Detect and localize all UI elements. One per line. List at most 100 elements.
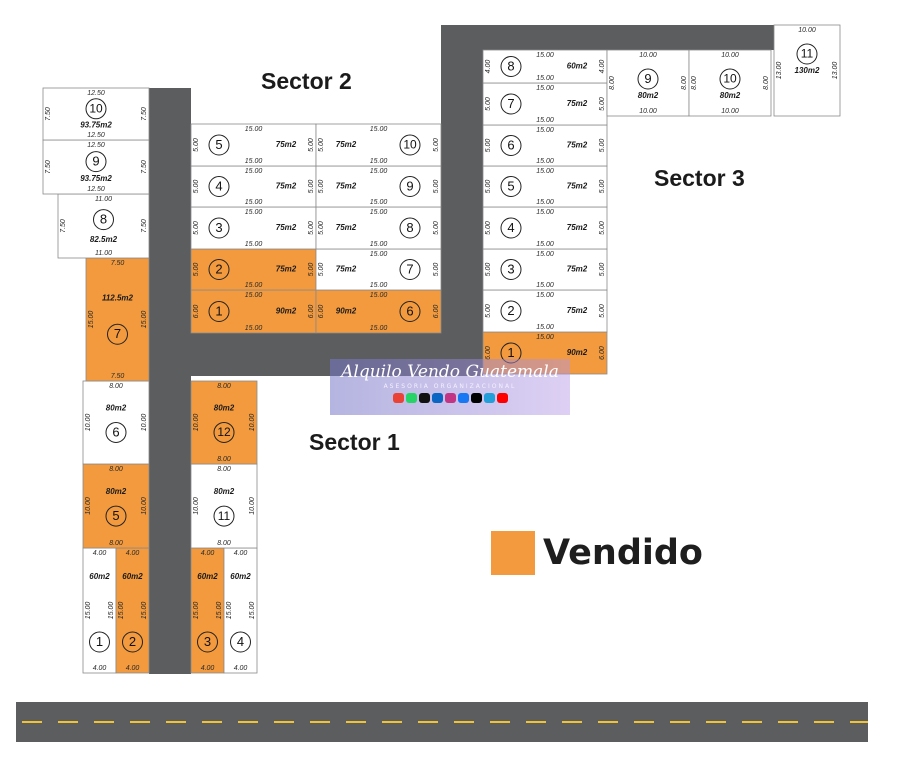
lot-dim-right: 5.00 [433, 221, 440, 235]
lot-dim-bottom: 8.00 [217, 540, 231, 547]
lot-dim-top: 15.00 [536, 334, 554, 341]
lot-dim-bottom: 15.00 [536, 199, 554, 206]
lot-dim-top: 15.00 [370, 292, 388, 299]
lot-area: 75m2 [336, 265, 357, 274]
lot-number: 4 [507, 220, 514, 235]
lot-dim-top: 12.50 [87, 142, 105, 149]
sector-3-label: Sector 3 [654, 165, 745, 191]
lot-number-badge [500, 300, 522, 322]
x-icon [418, 393, 430, 403]
lot-dim-bottom: 4.00 [93, 665, 107, 672]
lot-number: 1 [96, 634, 103, 649]
lot-dim-left: 15.00 [88, 311, 95, 329]
watermark-title: Alquilo Vendo Guatemala [341, 362, 559, 382]
lots: 160m24.0015.004.0015.00260m24.0015.004.0… [42, 24, 841, 674]
street-s3-horizontal [441, 25, 774, 50]
lot-number: 4 [215, 178, 222, 193]
lot-dim-right: 5.00 [433, 138, 440, 152]
lot-dim-bottom: 15.00 [370, 241, 388, 248]
lot-dim-left: 7.50 [45, 107, 52, 121]
whatsapp-icon [405, 393, 417, 403]
lot-shape [57, 193, 150, 259]
lot-area: 60m2 [230, 572, 251, 581]
lot-area: 75m2 [276, 140, 297, 149]
lot-dim-top: 15.00 [370, 126, 388, 133]
lot-dim-right: 5.00 [308, 221, 315, 235]
lot-number: 10 [723, 72, 737, 86]
watermark-social-icons [330, 393, 570, 403]
lot-dim-left: 5.00 [485, 304, 492, 318]
watermark-subtitle: ASESORIA ORGANIZACIONAL [383, 383, 517, 390]
lot-dim-bottom: 15.00 [536, 75, 554, 82]
lot-dim-right: 5.00 [599, 97, 606, 111]
lot-dim-top: 15.00 [245, 292, 263, 299]
lot-dim-left: 5.00 [485, 97, 492, 111]
lot-dim-top: 4.00 [234, 550, 248, 557]
streets [16, 25, 868, 742]
lot-shape [482, 248, 608, 291]
lot-dim-left: 15.00 [85, 602, 92, 620]
lot-dim-bottom: 8.00 [109, 540, 123, 547]
lot-area: 90m2 [336, 307, 357, 316]
lot-number: 3 [215, 220, 222, 235]
lot-dim-bottom: 8.00 [217, 456, 231, 463]
lot-dim-left: 4.00 [485, 60, 492, 74]
lot-dim-top: 15.00 [536, 127, 554, 134]
lot-shape [773, 24, 841, 117]
lot-dim-bottom: 15.00 [245, 241, 263, 248]
lot-dim-right: 15.00 [108, 602, 115, 620]
lot-dim-top: 4.00 [201, 550, 215, 557]
lot-area: 75m2 [276, 265, 297, 274]
lot-dim-right: 10.00 [249, 497, 256, 515]
lot-dim-bottom: 10.00 [721, 108, 739, 115]
lot-number-badge [399, 259, 421, 280]
lot-number-badge [85, 98, 107, 120]
lot-shape [190, 123, 317, 167]
lot-dim-left: 10.00 [193, 497, 200, 515]
lot-dim-right: 5.00 [433, 263, 440, 277]
lot-dim-top: 15.00 [536, 292, 554, 299]
facebook-icon [457, 393, 469, 403]
lot-dim-bottom: 4.00 [234, 665, 248, 672]
lot-shape [190, 165, 317, 208]
lot-dim-top: 15.00 [536, 251, 554, 258]
lot-number-badge [213, 421, 235, 443]
lot-number-badge [208, 259, 230, 280]
lot-dim-bottom: 15.00 [536, 324, 554, 331]
lot-number: 8 [406, 220, 413, 235]
lot-area: 82.5m2 [90, 235, 118, 244]
lot-dim-right: 8.00 [681, 76, 688, 90]
